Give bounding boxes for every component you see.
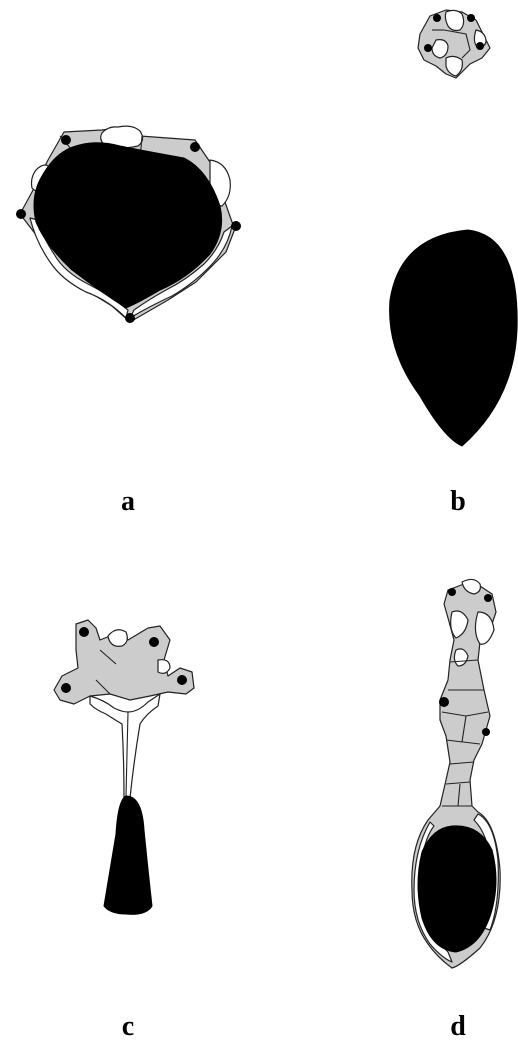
panel-b-nucleus: [433, 14, 441, 22]
panel-d-nucleus: [482, 728, 490, 736]
panel-d-nucleus: [448, 588, 456, 596]
panel-b-nucleus: [424, 44, 432, 52]
panel-a-nucleus: [16, 209, 26, 219]
panel-c-white-stalk: [90, 694, 160, 798]
panel-d-diagram: [412, 579, 500, 968]
panel-c-white-cell: [108, 630, 127, 647]
panel-a-nucleus: [190, 142, 200, 152]
panel-c-white-cell: [158, 660, 170, 674]
panel-c-dark-body: [104, 796, 152, 914]
panel-c-diagram: [54, 620, 194, 914]
panel-c-nucleus: [79, 627, 89, 637]
panel-d-nucleus: [484, 594, 492, 602]
panel-d-nucleus: [439, 697, 449, 707]
panel-a-nucleus: [125, 313, 135, 323]
panel-a-nucleus: [231, 221, 241, 231]
panel-b-diagram: [390, 10, 518, 446]
panel-a-diagram: [16, 126, 241, 323]
panel-b-nucleus: [476, 42, 484, 50]
panel-b-label: b: [450, 486, 466, 517]
panel-a-nucleus: [61, 135, 71, 145]
panel-d-label: d: [450, 1011, 466, 1041]
panel-a-label: a: [121, 486, 135, 517]
panel-c-nucleus: [61, 683, 71, 693]
panel-b-white-cell: [432, 40, 448, 58]
panel-c-nucleus: [149, 637, 159, 647]
panel-c-nucleus: [177, 675, 187, 685]
panel-b-nucleus: [467, 14, 475, 22]
panel-c-label: c: [122, 1011, 134, 1041]
panel-b-dark-body: [390, 230, 518, 446]
